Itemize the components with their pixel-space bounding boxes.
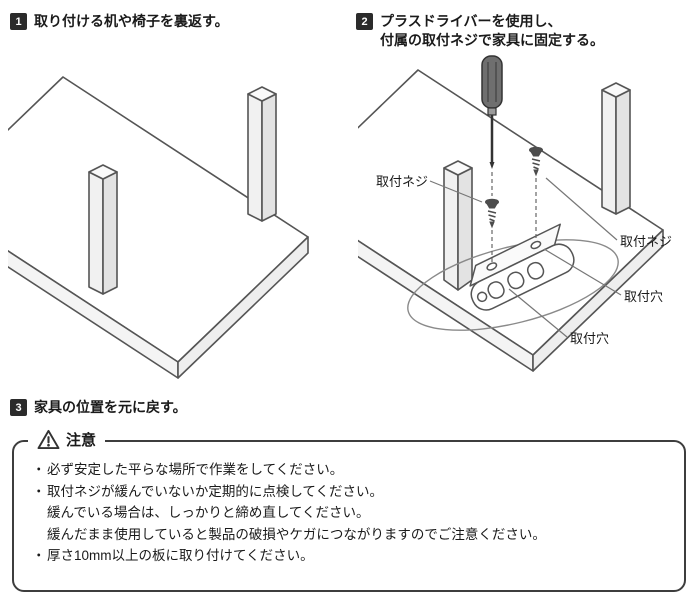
leader-lines [429,177,622,338]
mounting-hole-top-right [530,240,542,250]
caution-title-text: 注意 [66,432,97,449]
step-3-header: 3 家具の位置を元に戻す。 [10,398,187,417]
step-1-text: 取り付ける机や椅子を裏返す。 [34,13,229,29]
caution-title: 注意 [28,429,106,450]
step-1-badge: 1 [10,13,27,30]
front-slot [507,271,525,290]
caution-box: 注意 ・ 必ず安定した平らな場所で作業をしてください。 ・ 取付ネジが緩んでいな… [12,429,686,592]
label-mounting-screw-right: 取付ネジ [620,234,672,249]
step-3-badge: 3 [10,399,27,416]
desk-leg-right [601,82,631,215]
step-2-header: 2 プラスドライバーを使用し、 付属の取付ネジで家具に固定する。 [356,12,604,50]
desk-top-board [8,76,309,379]
desk-leg-left [88,164,118,295]
cord-loop [407,239,619,331]
caution-item: ・ 厚さ10mm以上の板に取り付けてください。 [32,548,314,563]
caution-item: 緩んでいる場合は、しっかりと締め直してください。 [47,505,370,520]
mounting-screw-right-icon [529,146,543,240]
warning-icon [37,429,60,450]
mounting-illustration: 取付ネジ 取付ネジ 取付穴 取付穴 [358,55,672,372]
mounting-hole-front [476,291,488,303]
mounting-screw-left-icon [485,198,499,262]
desk-leg-left [443,160,473,291]
step-1-header: 1 取り付ける机や椅子を裏返す。 [10,12,229,31]
caution-list: ・ 必ず安定した平らな場所で作業をしてください。 ・ 取付ネジが緩んでいないか定… [14,442,684,567]
label-mounting-screw-left: 取付ネジ [376,174,428,189]
step-2-badge: 2 [356,13,373,30]
step-2-text-line1: プラスドライバーを使用し、 [380,13,562,29]
label-mounting-hole-upper: 取付穴 [624,289,663,304]
step-3-text: 家具の位置を元に戻す。 [34,399,187,415]
screwdriver-icon [481,55,503,196]
caution-item: ・ 取付ネジが緩んでいないか定期的に点検してください。 [32,483,384,499]
step-2-text-line2: 付属の取付ネジで家具に固定する。 [380,32,604,48]
mounting-unit [469,223,575,311]
desk-top-board [358,69,664,372]
front-slot [487,281,505,299]
caution-item: ・ 必ず安定した平らな場所で作業をしてください。 [32,462,344,477]
caution-item: 緩んだまま使用していると製品の破損やケガにつながりますのでご注意ください。 [47,526,546,542]
mounting-hole-top-left [486,262,498,271]
front-slot [526,261,545,280]
desk-leg-right [247,86,277,222]
label-mounting-hole-lower: 取付穴 [570,331,609,346]
inverted-desk-illustration [8,76,309,379]
